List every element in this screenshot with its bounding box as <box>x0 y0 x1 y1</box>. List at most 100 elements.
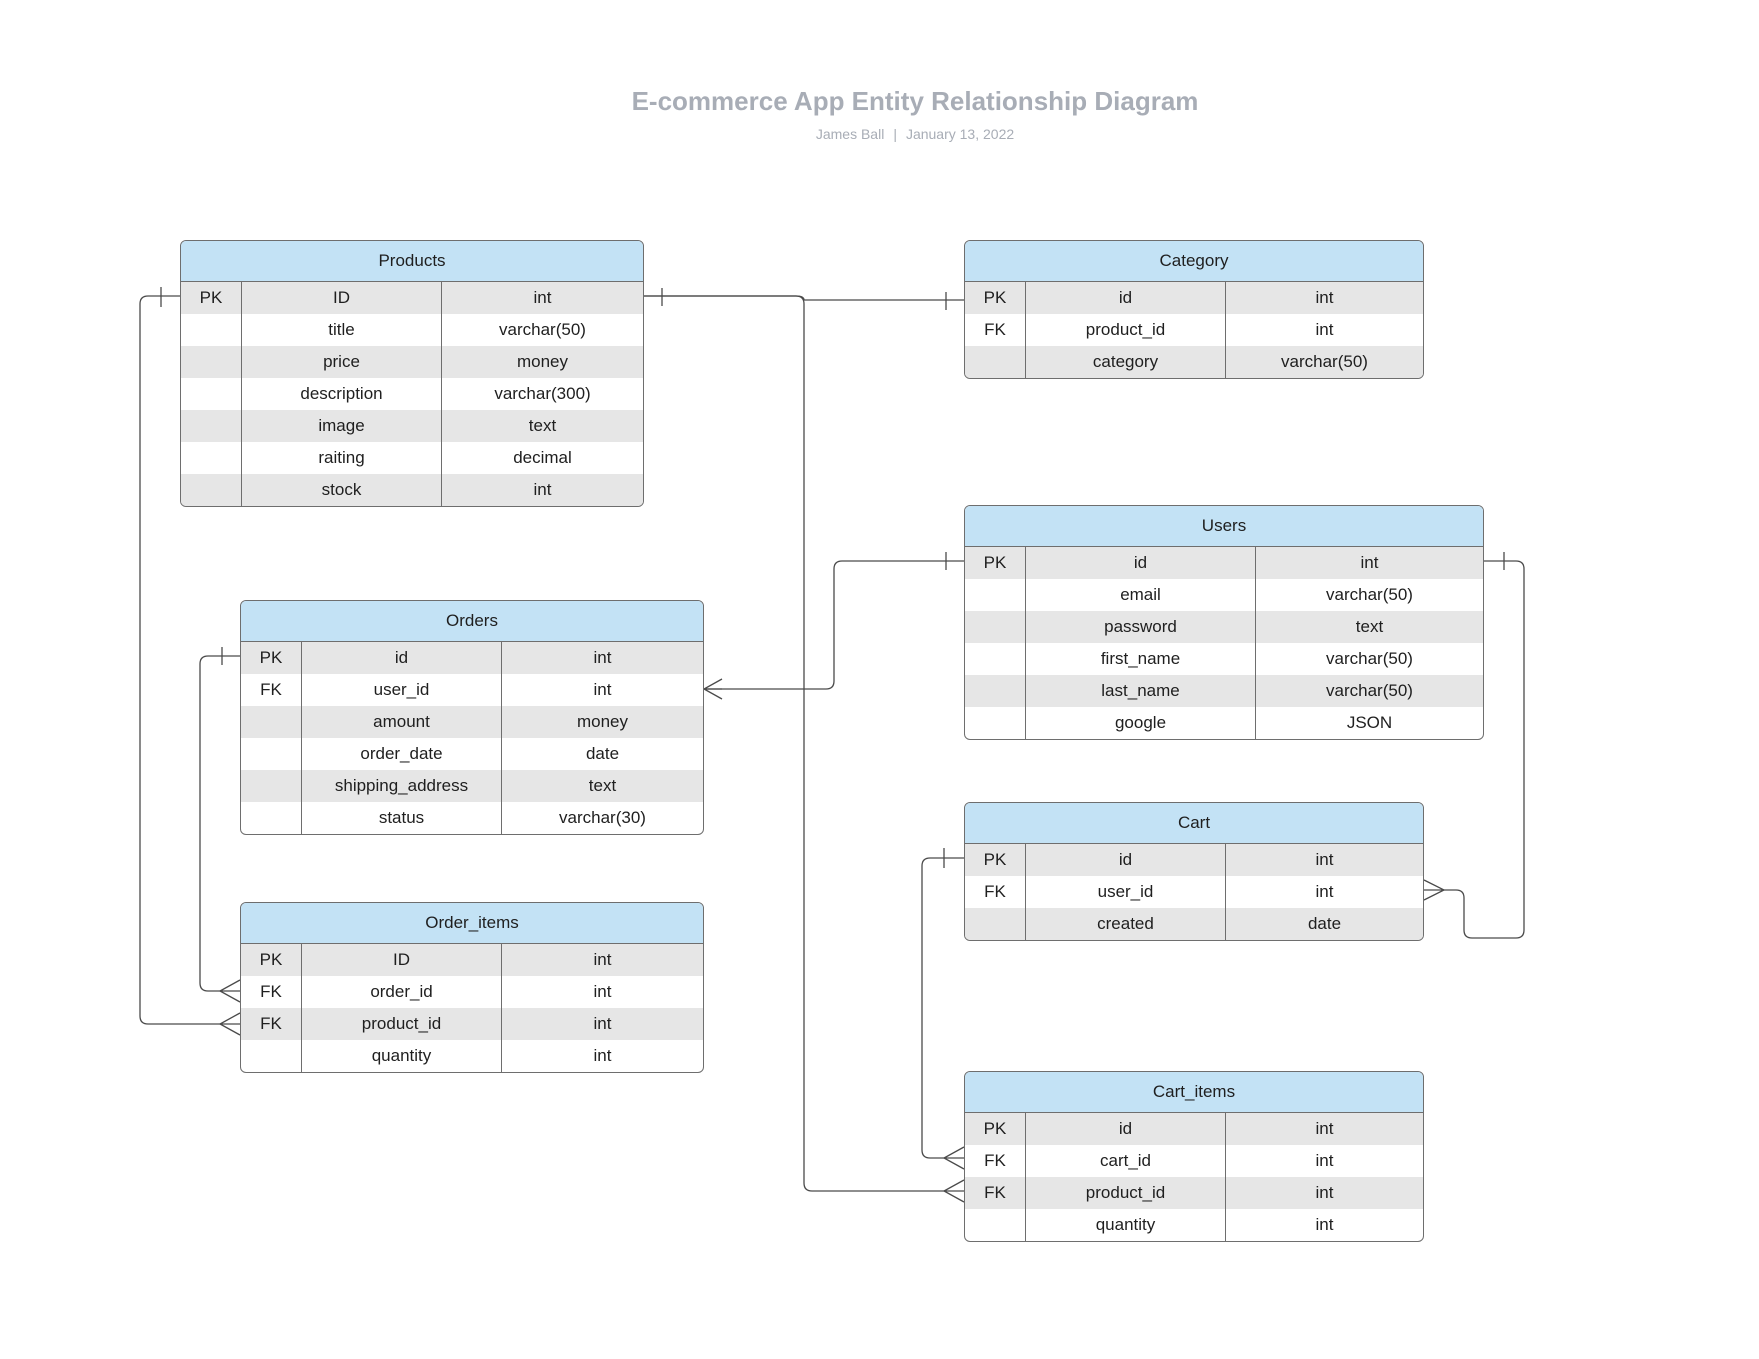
cell-field-type: varchar(50) <box>1255 579 1483 611</box>
cell-key: PK <box>983 1119 1007 1138</box>
cell-field-type: int <box>1225 1145 1423 1177</box>
cell-key <box>181 474 241 506</box>
cell-field-name: ID <box>241 282 441 314</box>
cell-field-name: product_id <box>301 1008 501 1040</box>
cell-key <box>181 410 241 442</box>
cell-field-type: int <box>1225 314 1423 346</box>
cell-field-name: stock <box>241 474 441 506</box>
cell-field-name: order_id <box>301 976 501 1008</box>
cell-field-type: int <box>1225 282 1423 314</box>
cell-field-name: id <box>1025 282 1225 314</box>
cell-key: PK <box>983 553 1007 572</box>
cell-key <box>241 1040 301 1072</box>
cell-field-name: id <box>1025 547 1255 579</box>
cell-key <box>241 706 301 738</box>
cell-field-type: varchar(50) <box>441 314 643 346</box>
cell-field-type: varchar(50) <box>1255 643 1483 675</box>
crowsfoot-cartitems-cartid <box>942 1146 965 1170</box>
cell-field-type: int <box>441 282 643 314</box>
cell-field-name: password <box>1025 611 1255 643</box>
cell-field-name: user_id <box>1025 876 1225 908</box>
cell-field-name: title <box>241 314 441 346</box>
cell-key <box>965 675 1025 707</box>
cell-field-name: image <box>241 410 441 442</box>
cell-key <box>965 1209 1025 1241</box>
cell-field-type: date <box>1225 908 1423 940</box>
cell-field-name: order_date <box>301 738 501 770</box>
cell-key: FK <box>984 1183 1006 1202</box>
cell-key: FK <box>260 982 282 1001</box>
cell-key: PK <box>983 288 1007 307</box>
cell-key <box>965 908 1025 940</box>
diagram-subtitle: James Ball | January 13, 2022 <box>0 126 1759 142</box>
cell-field-name: amount <box>301 706 501 738</box>
entity-category-title: Category <box>965 241 1423 282</box>
cell-field-name: google <box>1025 707 1255 739</box>
cell-key <box>241 802 301 834</box>
cell-field-type: int <box>441 474 643 506</box>
cell-field-type: JSON <box>1255 707 1483 739</box>
entity-cart-title: Cart <box>965 803 1423 844</box>
cell-key <box>181 442 241 474</box>
cell-field-type: int <box>1255 547 1483 579</box>
cell-key: FK <box>984 1151 1006 1170</box>
link-users-orders <box>704 560 964 690</box>
author-label: James Ball <box>815 126 885 142</box>
cell-field-type: int <box>501 944 703 976</box>
cell-field-name: email <box>1025 579 1255 611</box>
cell-field-type: decimal <box>441 442 643 474</box>
cell-field-name: id <box>1025 1113 1225 1145</box>
cell-field-type: int <box>501 674 703 706</box>
cell-field-name: product_id <box>1025 1177 1225 1209</box>
cell-field-type: money <box>441 346 643 378</box>
subtitle-separator: | <box>893 126 897 142</box>
cell-key: PK <box>983 850 1007 869</box>
cell-key <box>241 770 301 802</box>
cell-field-type: int <box>501 1008 703 1040</box>
date-label: January 13, 2022 <box>905 126 1015 142</box>
cell-field-name: description <box>241 378 441 410</box>
cell-field-type: date <box>501 738 703 770</box>
cell-field-type: text <box>501 770 703 802</box>
entity-products-title: Products <box>181 241 643 282</box>
cell-field-name: price <box>241 346 441 378</box>
crowsfoot-cartitems-productid <box>942 1179 965 1203</box>
crowsfoot-orderitems-productid <box>218 1012 241 1036</box>
crowsfoot-orders-userid <box>702 678 723 700</box>
cell-key <box>965 611 1025 643</box>
cell-field-type: int <box>1225 1177 1423 1209</box>
cell-key <box>965 346 1025 378</box>
